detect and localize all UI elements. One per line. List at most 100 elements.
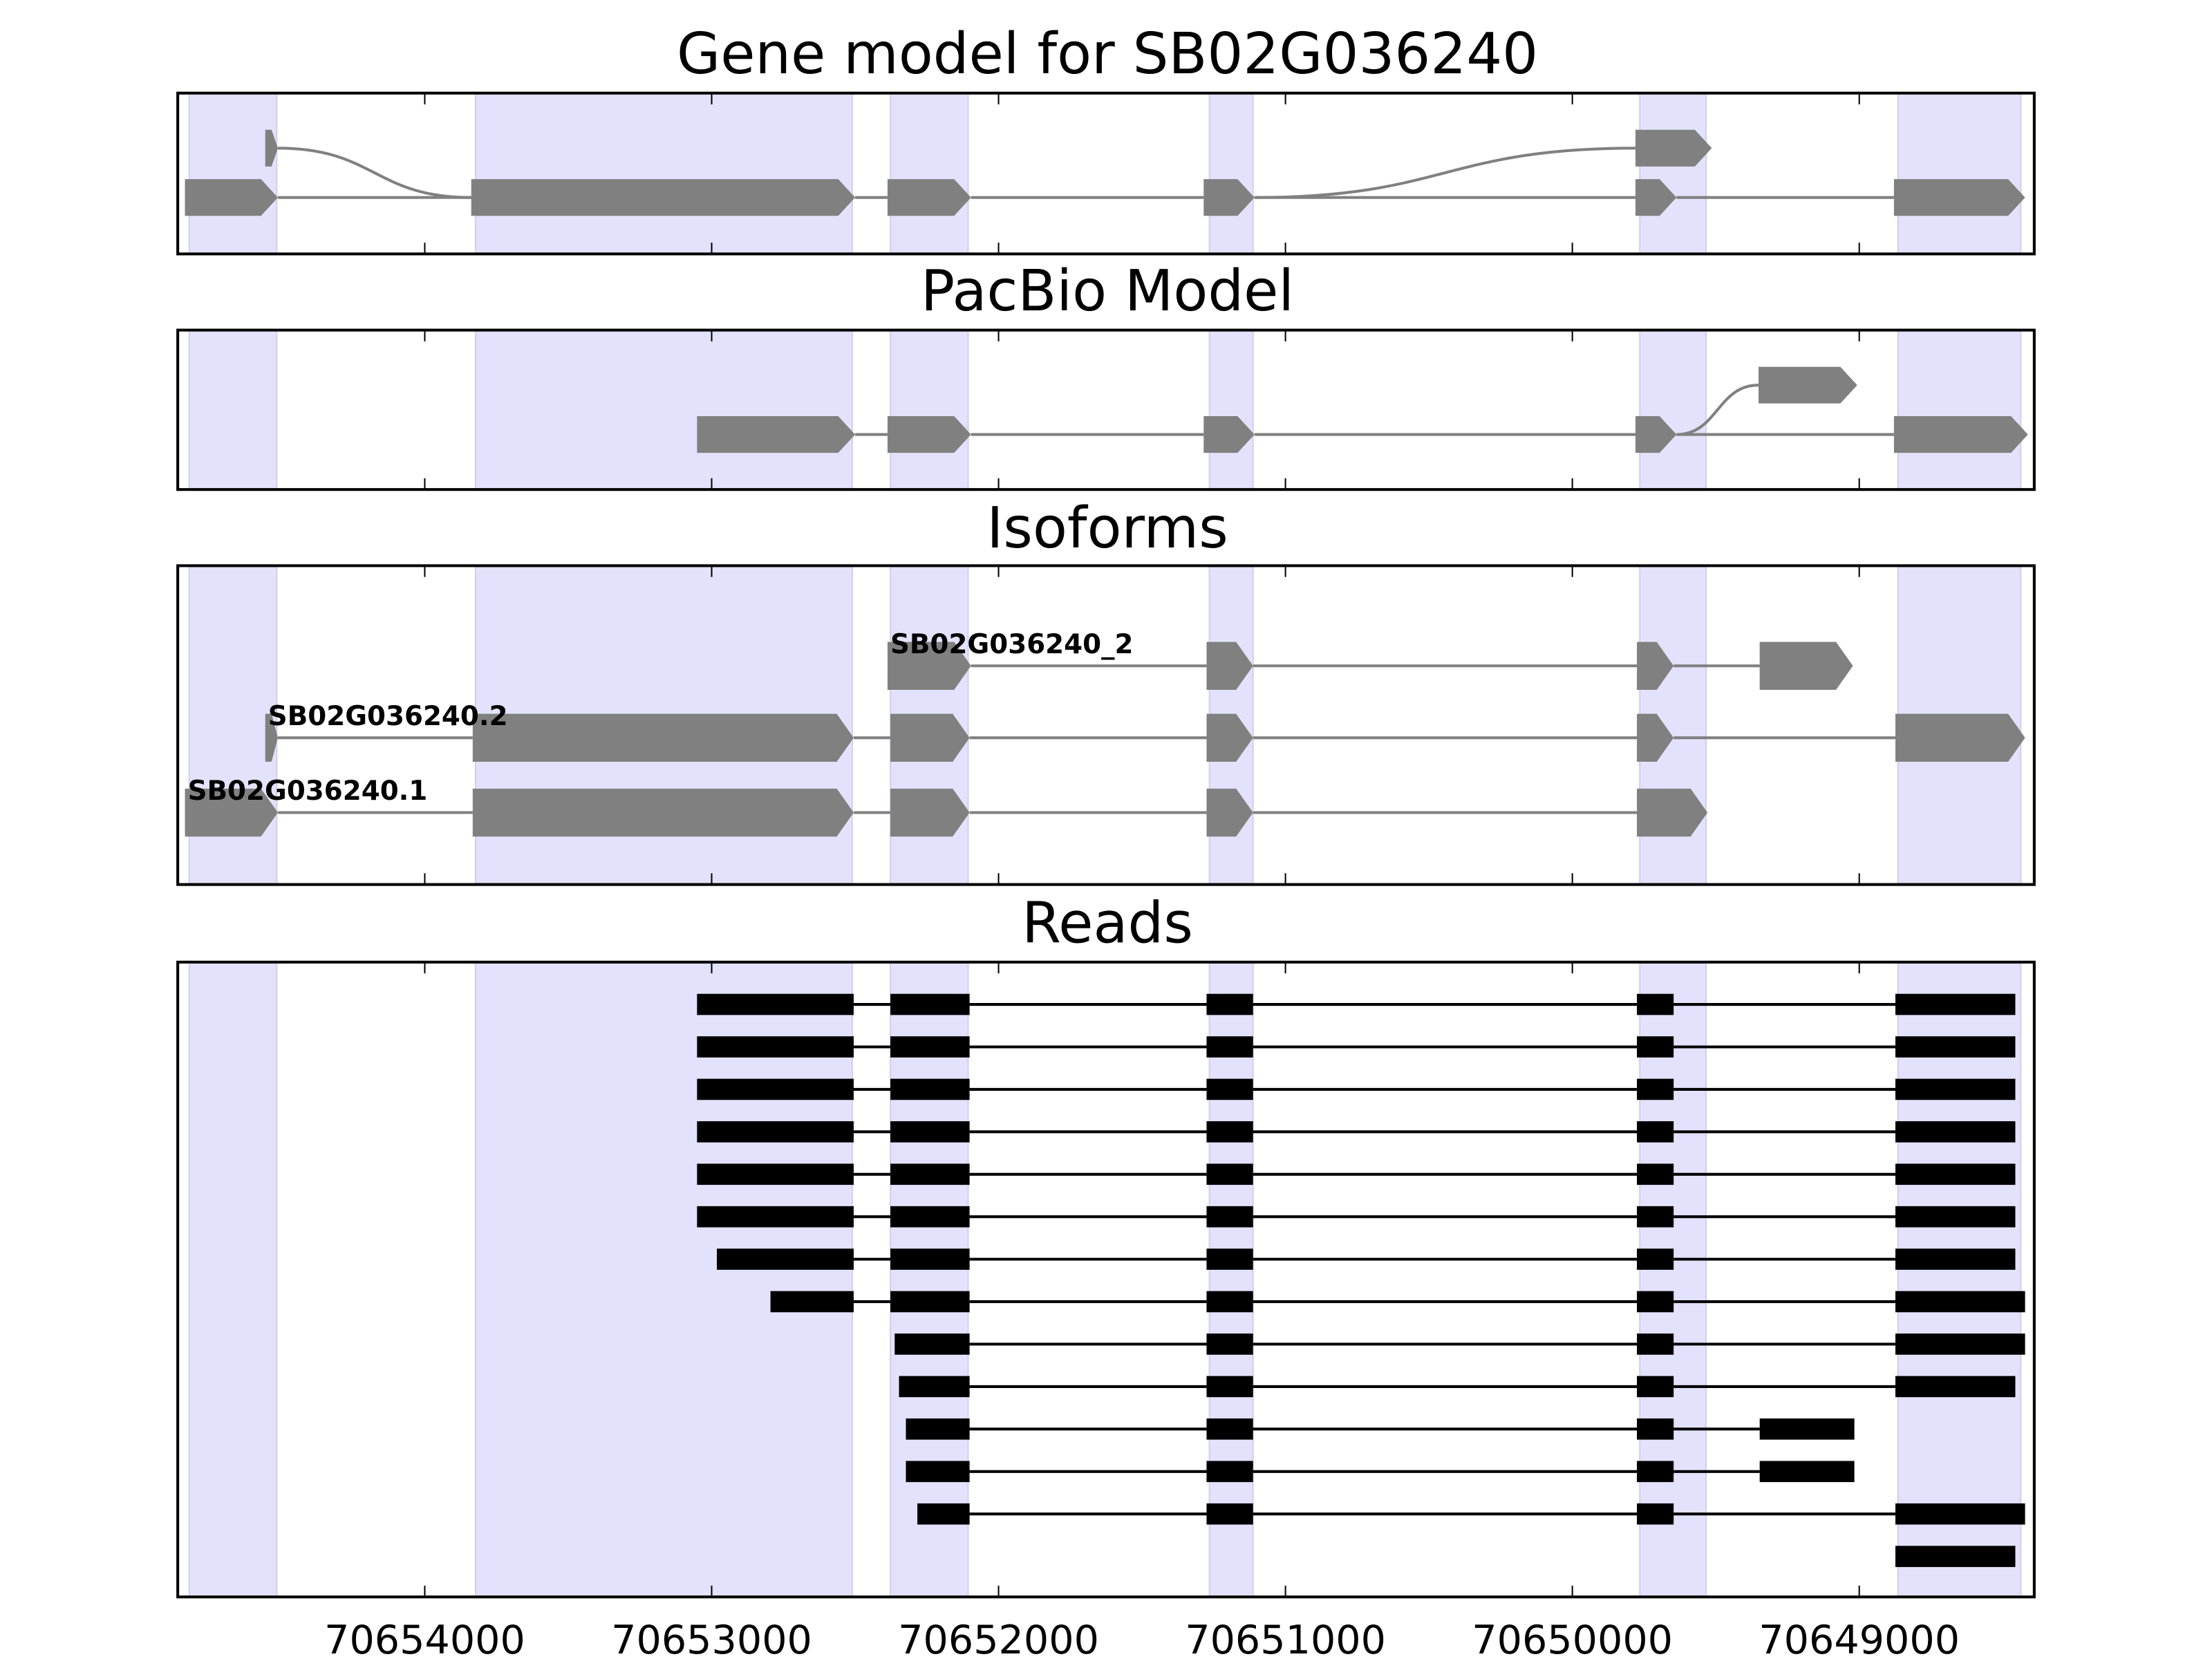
read [717,1248,2016,1270]
read-block [1895,1291,2025,1313]
read-block [1637,1163,1674,1185]
exon [265,713,278,762]
isoform-track: SB02G036240_2 [887,629,1853,690]
x-tick-label: 70649000 [1759,1618,1960,1659]
isoform-track: SB02G036240.2 [265,701,2025,762]
isoform-label: SB02G036240.1 [188,776,428,807]
exon [472,713,854,762]
read-block [1637,1461,1674,1483]
exon [890,788,970,837]
read [770,1291,2025,1313]
read-block [1206,1503,1253,1525]
x-tick-label: 70651000 [1185,1618,1386,1659]
read-block [1895,1078,2016,1100]
read-block [697,1121,854,1143]
exon [887,641,971,690]
exon [890,713,970,762]
read-block [717,1248,854,1270]
read-block [1206,1206,1253,1228]
shaded-region [1897,92,2022,255]
read-block [1895,1121,2016,1143]
read-block [1895,1163,2016,1185]
read-block [697,1078,854,1100]
shaded-region [474,329,853,491]
read-block [1637,1291,1674,1313]
read-block [1895,1206,2016,1228]
exon [1203,179,1255,216]
exon [887,179,971,216]
read-block [1637,1121,1674,1143]
read-block [1637,1333,1674,1355]
read-block [1637,1503,1674,1525]
read-block [1206,1333,1253,1355]
panel-gene-model [176,91,2036,256]
read [906,1418,1855,1440]
splice-curve [1676,384,1759,436]
shaded-region [890,92,969,255]
read-block [1895,1376,2016,1398]
shaded-region [474,92,853,255]
read-block [899,1376,970,1398]
exon [1893,179,2025,216]
exon [1635,416,1677,453]
read-block [890,1163,970,1185]
shaded-region [188,92,278,255]
shaded-region [1639,329,1707,491]
read-block [1206,1376,1253,1398]
read-block [890,1206,970,1228]
exon [1759,641,1853,690]
exon [185,179,278,216]
exon [471,179,856,216]
shaded-region [890,961,969,1598]
read [697,1206,2016,1228]
read-block [1895,1036,2016,1058]
read-block [1206,1291,1253,1313]
exon [1893,416,2028,453]
read-block [1759,1461,1855,1483]
read-block [1206,1418,1253,1440]
exon [472,788,854,837]
shaded-region [1897,329,2022,491]
exon [887,416,971,453]
read-block [1637,1248,1674,1270]
read-block [1206,1078,1253,1100]
exon [185,788,278,837]
shaded-region [188,961,278,1598]
read-block [894,1333,970,1355]
shaded-region [474,961,853,1598]
exon [1637,641,1674,690]
panel-reads [176,960,2036,1599]
read-block [906,1418,970,1440]
panel-frame [176,91,2036,256]
read-block [917,1503,970,1525]
shaded-region [1208,92,1254,255]
read-block [1206,1163,1253,1185]
x-tick-label: 70653000 [611,1618,812,1659]
exon [1637,788,1708,837]
read [894,1333,2025,1355]
read-block [1637,1078,1674,1100]
read-block [1637,1206,1674,1228]
read-block [890,1036,970,1058]
read [1895,1546,2016,1567]
shaded-region [890,329,969,491]
shaded-region [1897,961,2022,1598]
isoform-label: SB02G036240_2 [890,629,1133,660]
read [697,1121,2016,1143]
exon [1206,713,1253,762]
read [697,1036,2016,1058]
read-block [1637,993,1674,1015]
read-block [890,993,970,1015]
read-block [1895,1333,2025,1355]
x-tick-label: 70654000 [324,1618,525,1659]
read-block [1206,1248,1253,1270]
panel-title-pacbio-model: PacBio Model [921,259,1294,324]
read-block [697,1206,854,1228]
splice-curve [1254,147,1635,199]
shaded-region [188,329,278,491]
read-block [1895,993,2016,1015]
panel-title-reads: Reads [1022,890,1193,956]
exon [1203,416,1255,453]
